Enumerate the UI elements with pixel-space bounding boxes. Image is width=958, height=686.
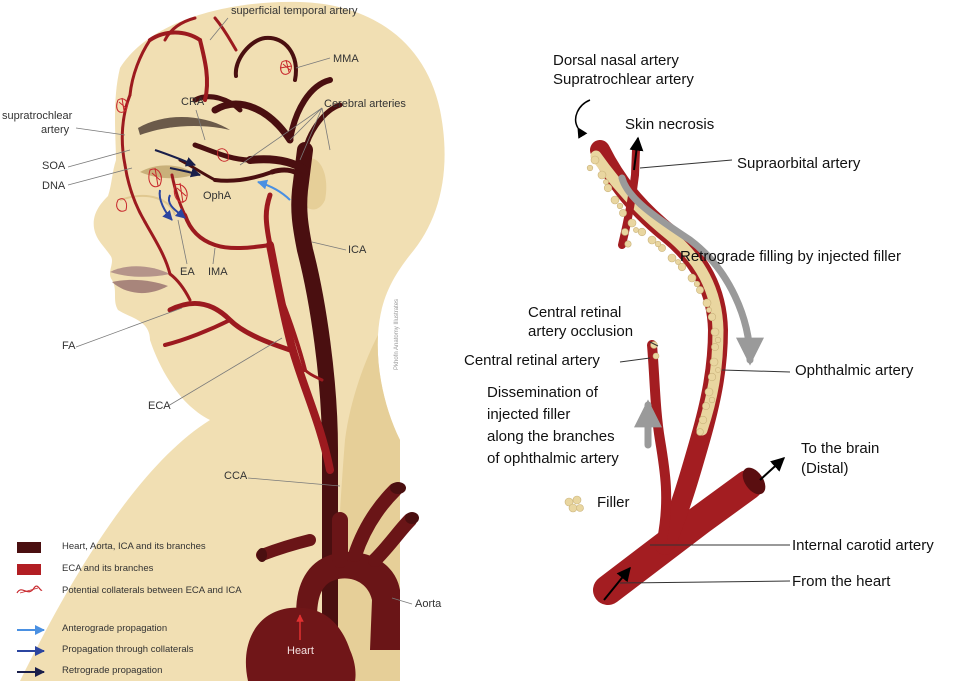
label-internal-carotid-artery: Internal carotid artery bbox=[792, 537, 934, 554]
label-supratrochlear-line1: supratrochlear bbox=[2, 110, 73, 122]
label-from-the-heart: From the heart bbox=[792, 573, 891, 590]
label-aorta: Aorta bbox=[415, 598, 442, 610]
legend-label-eca: ECA and its branches bbox=[62, 563, 154, 574]
label-cerebral-arteries: Cerebral arteries bbox=[324, 98, 406, 110]
label-dorsal-nasal-artery: Dorsal nasal artery bbox=[553, 52, 679, 69]
legend-swatches bbox=[16, 542, 45, 677]
filler-legend-icon bbox=[564, 495, 584, 513]
propagation-arrows bbox=[154, 149, 291, 221]
label-distal: (Distal) bbox=[801, 460, 849, 477]
aorta-heart bbox=[245, 482, 419, 681]
label-dissemination-line2: injected filler bbox=[487, 406, 571, 423]
label-crao-line1: Central retinal bbox=[528, 304, 622, 321]
label-central-retinal-artery: Central retinal artery bbox=[464, 352, 600, 369]
label-ica: ICA bbox=[348, 244, 367, 256]
legend-label-retrograde: Retrograde propagation bbox=[62, 665, 163, 676]
label-fa: FA bbox=[62, 340, 76, 352]
label-filler: Filler bbox=[597, 494, 630, 511]
legend-label-collateral-propagation: Propagation through collaterals bbox=[62, 644, 194, 655]
black-arrows bbox=[574, 99, 786, 601]
label-ophthalmic-artery: Ophthalmic artery bbox=[795, 362, 914, 379]
right-leader-lines bbox=[619, 159, 791, 584]
label-supraorbital-artery: Supraorbital artery bbox=[737, 155, 861, 172]
label-supratrochlear-line2: artery bbox=[41, 124, 70, 136]
label-crao-line2: artery occlusion bbox=[528, 323, 634, 340]
left-leader-lines bbox=[67, 17, 413, 605]
label-ima: IMA bbox=[208, 266, 228, 278]
label-cra: CRA bbox=[181, 96, 205, 108]
label-cca: CCA bbox=[224, 470, 248, 482]
illustration-credit: Pkhofn Anatomy Illustrates bbox=[394, 298, 400, 370]
label-retrograde-filling: Retrograde filling by injected filler bbox=[680, 248, 901, 265]
label-to-the-brain: To the brain bbox=[801, 440, 880, 457]
label-superficial-temporal-artery: superficial temporal artery bbox=[231, 5, 358, 17]
legend-label-anterograde: Anterograde propagation bbox=[62, 623, 168, 634]
label-eca: ECA bbox=[148, 400, 171, 412]
collateral-networks bbox=[116, 59, 293, 212]
label-dissemination-line1: Dissemination of bbox=[487, 384, 598, 401]
label-dna: DNA bbox=[42, 180, 66, 192]
legend-label-heart-ica: Heart, Aorta, ICA and its branches bbox=[62, 541, 206, 552]
gray-arrows bbox=[618, 174, 764, 449]
legend-label-collaterals: Potential collaterals between ECA and IC… bbox=[62, 585, 242, 596]
label-dissemination-line3: along the branches bbox=[487, 428, 615, 445]
label-soa: SOA bbox=[42, 160, 66, 172]
label-mma: MMA bbox=[333, 53, 359, 65]
label-skin-necrosis: Skin necrosis bbox=[625, 116, 715, 133]
ica-branches bbox=[178, 35, 343, 686]
label-ea: EA bbox=[180, 266, 195, 278]
label-heart: Heart bbox=[287, 645, 314, 657]
label-supratrochlear-artery: Supratrochlear artery bbox=[553, 71, 694, 88]
label-opha: OphA bbox=[203, 190, 232, 202]
filler-dots bbox=[586, 155, 722, 436]
label-dissemination-line4: of ophthalmic artery bbox=[487, 450, 619, 467]
